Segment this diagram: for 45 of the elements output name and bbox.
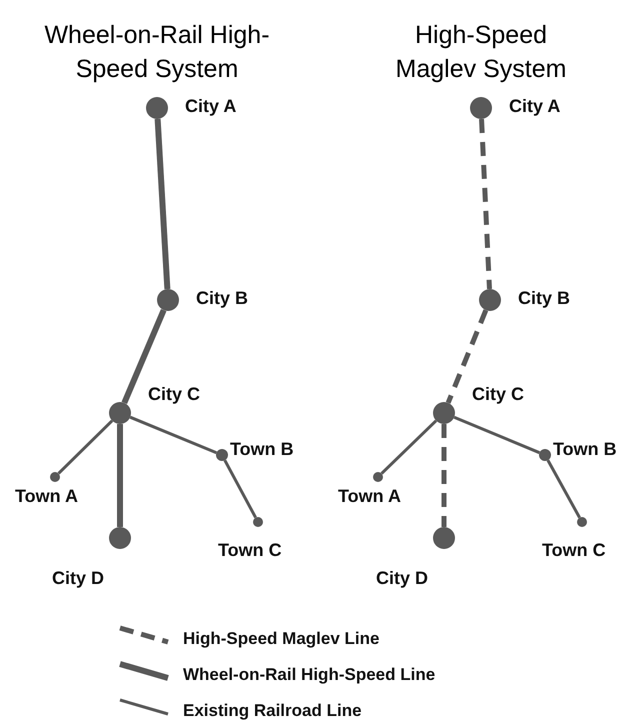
rail-line xyxy=(154,118,170,290)
city-dot xyxy=(157,289,179,311)
town-dot xyxy=(577,517,587,527)
town-dot xyxy=(50,472,60,482)
town-dot xyxy=(216,449,228,461)
town-dot xyxy=(253,517,263,527)
rail-line xyxy=(380,420,438,475)
legend-text: Wheel-on-Rail High-Speed Line xyxy=(183,665,436,685)
rail-line xyxy=(454,416,540,454)
station-label: City D xyxy=(376,568,428,589)
station-label: City B xyxy=(518,288,570,309)
station-label: City A xyxy=(509,96,560,117)
city-dot xyxy=(109,402,131,424)
city-dot xyxy=(433,527,455,549)
city-dot xyxy=(109,527,131,549)
station-label: City D xyxy=(52,568,104,589)
system-title: High-Speed Maglev System xyxy=(394,20,568,85)
station-label: City C xyxy=(148,384,200,405)
city-dot xyxy=(146,97,168,119)
station-label: City A xyxy=(185,96,236,117)
station-label: Town B xyxy=(230,439,294,460)
rail-line xyxy=(546,460,581,518)
station-label: Town B xyxy=(553,439,617,460)
dashed-rail-line xyxy=(442,424,446,527)
legend-text: Existing Railroad Line xyxy=(183,701,362,721)
city-dot xyxy=(479,289,501,311)
rail-line xyxy=(58,420,114,475)
legend-text: High-Speed Maglev Line xyxy=(183,629,380,649)
rail-line xyxy=(130,416,218,454)
city-dot xyxy=(470,97,492,119)
town-dot xyxy=(373,472,383,482)
station-label: Town A xyxy=(338,486,401,507)
dashed-rail-line xyxy=(479,118,492,290)
city-dot xyxy=(433,402,455,424)
station-label: Town A xyxy=(15,486,78,507)
station-label: Town C xyxy=(218,540,282,561)
town-dot xyxy=(539,449,551,461)
dashed-rail-line xyxy=(446,309,488,404)
rail-line xyxy=(122,308,166,404)
station-label: City B xyxy=(196,288,248,309)
station-label: City C xyxy=(472,384,524,405)
rail-line xyxy=(224,460,257,518)
system-title: Wheel-on-Rail High-Speed System xyxy=(44,20,270,85)
station-label: Town C xyxy=(542,540,606,561)
rail-line xyxy=(117,424,123,527)
